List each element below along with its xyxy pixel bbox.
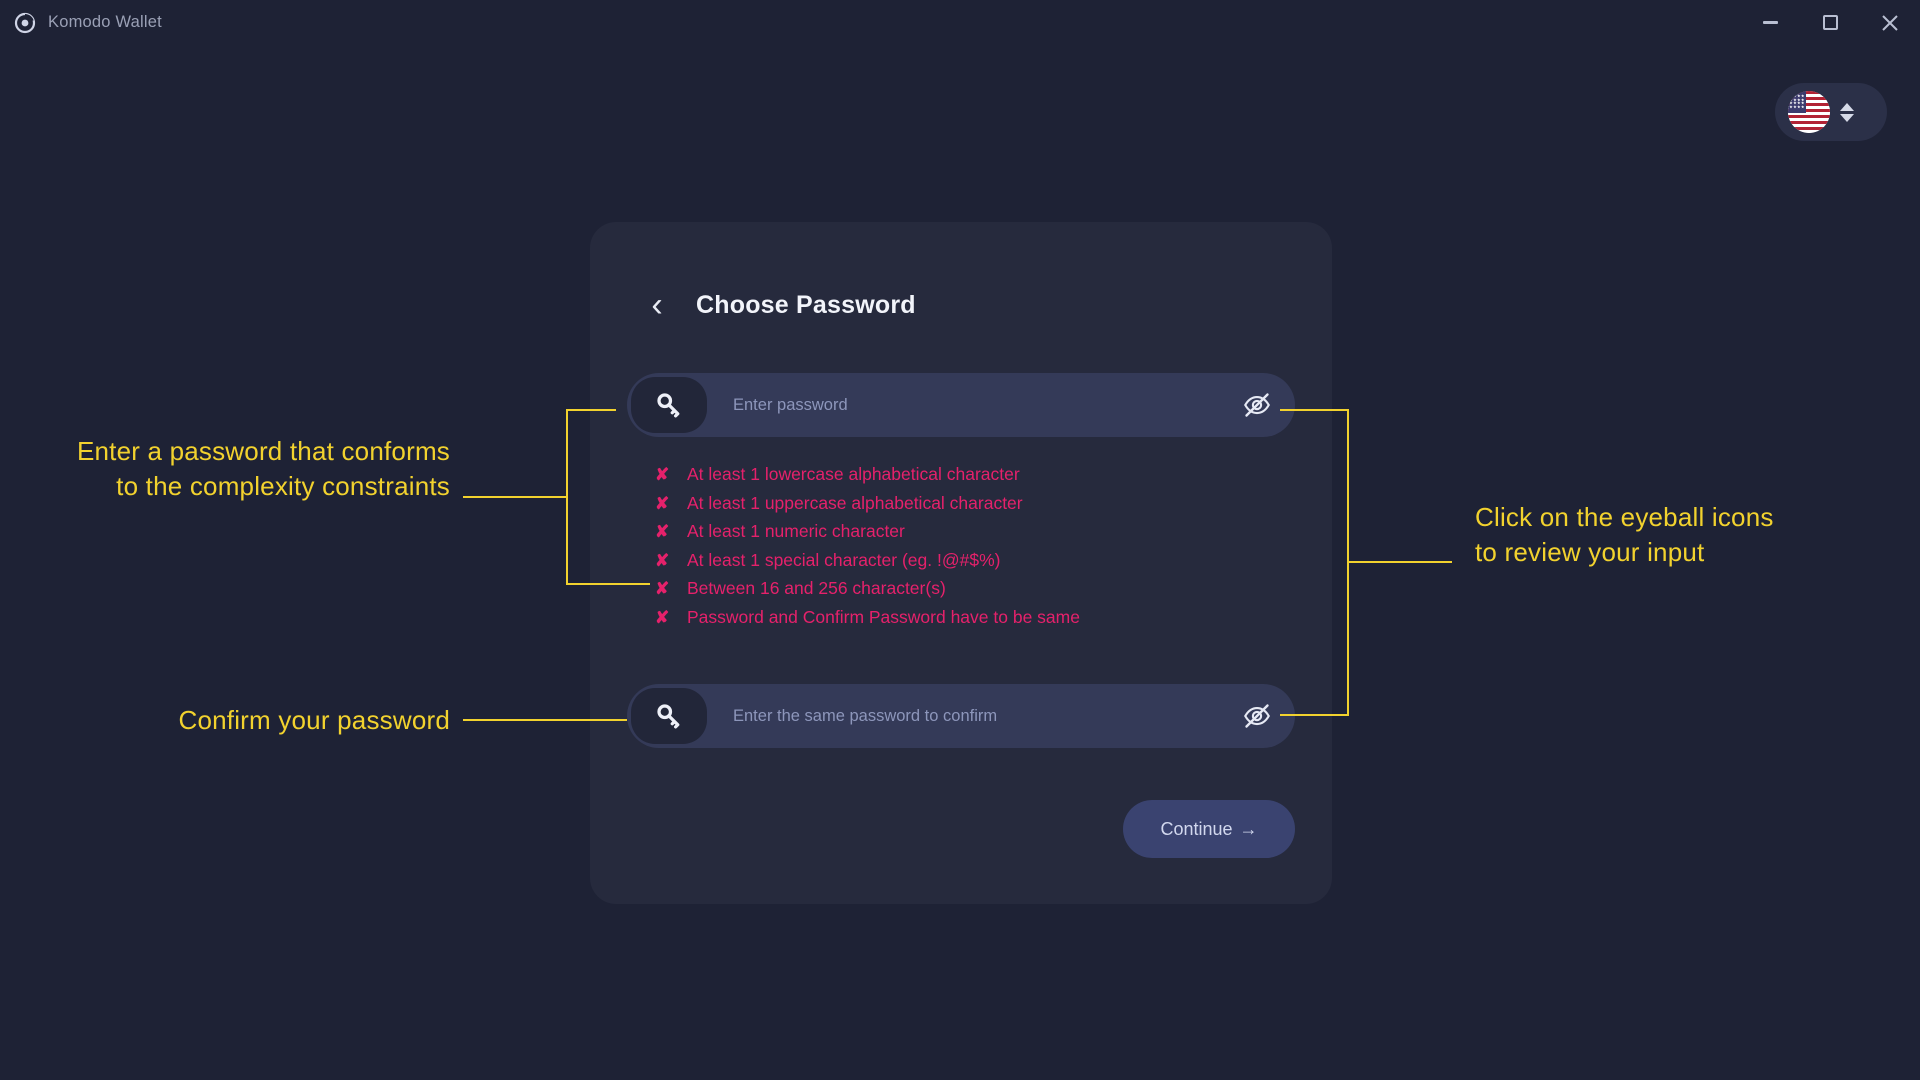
password-field[interactable] <box>627 373 1295 437</box>
rule-text: Password and Confirm Password have to be… <box>687 606 1080 627</box>
password-input[interactable] <box>707 373 1219 437</box>
annotation-complexity: Enter a password that conforms to the co… <box>76 436 450 501</box>
rule-fail-icon: ✘ <box>655 465 670 485</box>
page-title: Choose Password <box>696 290 916 319</box>
password-visibility-toggle[interactable] <box>1219 373 1295 437</box>
annotation-eyeball-bracket-bottom <box>1280 714 1349 716</box>
rule-item: ✘ At least 1 lowercase alphabetical char… <box>655 464 1080 485</box>
rule-item: ✘ At least 1 uppercase alphabetical char… <box>655 492 1080 513</box>
annotation-complexity-bracket-bottom <box>566 583 650 585</box>
card-header: ‹ Choose Password <box>648 288 916 322</box>
rule-fail-icon: ✘ <box>655 493 670 513</box>
komodo-circle-logo-icon <box>14 12 36 34</box>
choose-password-card: ‹ Choose Password <box>590 222 1332 904</box>
maximize-icon <box>1822 15 1838 30</box>
window-title: Komodo Wallet <box>48 13 162 31</box>
rule-item: ✘ Between 16 and 256 character(s) <box>655 578 1080 599</box>
annotation-complexity-bracket-vertical <box>566 409 568 585</box>
continue-button[interactable]: Continue → <box>1123 800 1295 858</box>
rule-text: At least 1 numeric character <box>687 521 905 541</box>
eye-off-icon <box>1244 704 1270 728</box>
confirm-visibility-toggle[interactable] <box>1219 684 1295 748</box>
minimize-button[interactable] <box>1740 0 1800 45</box>
rule-item: ✘ Password and Confirm Password have to … <box>655 606 1080 627</box>
continue-label: Continue <box>1160 818 1233 839</box>
confirm-password-input[interactable] <box>707 684 1219 748</box>
annotation-eyeball-leader <box>1347 561 1452 563</box>
language-selector[interactable]: ★★★★★★★★ ★★★★★★★★ <box>1775 83 1887 141</box>
confirm-password-field[interactable] <box>627 684 1295 748</box>
annotation-complexity-leader <box>463 496 568 498</box>
us-flag-icon: ★★★★★★★★ ★★★★★★★★ <box>1788 91 1830 133</box>
key-icon <box>631 377 707 433</box>
title-bar: Komodo Wallet <box>0 0 1920 45</box>
minimize-icon <box>1762 21 1778 24</box>
chevron-up-down-icon[interactable] <box>1840 102 1854 122</box>
rule-fail-icon: ✘ <box>655 522 670 542</box>
rule-text: At least 1 special character (eg. !@#$%) <box>687 549 1001 570</box>
close-icon <box>1882 14 1898 31</box>
rule-fail-icon: ✘ <box>655 607 670 627</box>
eye-off-icon <box>1244 393 1270 417</box>
password-rules-list: ✘ At least 1 lowercase alphabetical char… <box>655 464 1080 627</box>
rule-item: ✘ At least 1 numeric character <box>655 521 1080 542</box>
annotation-eyeball: Click on the eyeball icons to review you… <box>1475 502 1774 567</box>
rule-item: ✘ At least 1 special character (eg. !@#$… <box>655 549 1080 570</box>
annotation-confirm: Confirm your password <box>178 705 450 735</box>
key-icon <box>631 688 707 744</box>
arrow-right-icon: → <box>1239 818 1258 839</box>
maximize-button[interactable] <box>1800 0 1860 45</box>
chevron-left-icon[interactable]: ‹ <box>651 286 663 324</box>
annotation-confirm-leader <box>463 719 627 721</box>
rule-text: Between 16 and 256 character(s) <box>687 578 946 598</box>
rule-fail-icon: ✘ <box>655 550 670 570</box>
annotation-complexity-bracket-top <box>566 409 616 411</box>
rule-text: At least 1 uppercase alphabetical charac… <box>687 492 1023 513</box>
rule-fail-icon: ✘ <box>655 579 670 599</box>
annotation-eyeball-bracket-top <box>1280 409 1349 411</box>
close-button[interactable] <box>1860 0 1920 45</box>
window-controls <box>1740 0 1920 45</box>
rule-text: At least 1 lowercase alphabetical charac… <box>687 464 1020 484</box>
